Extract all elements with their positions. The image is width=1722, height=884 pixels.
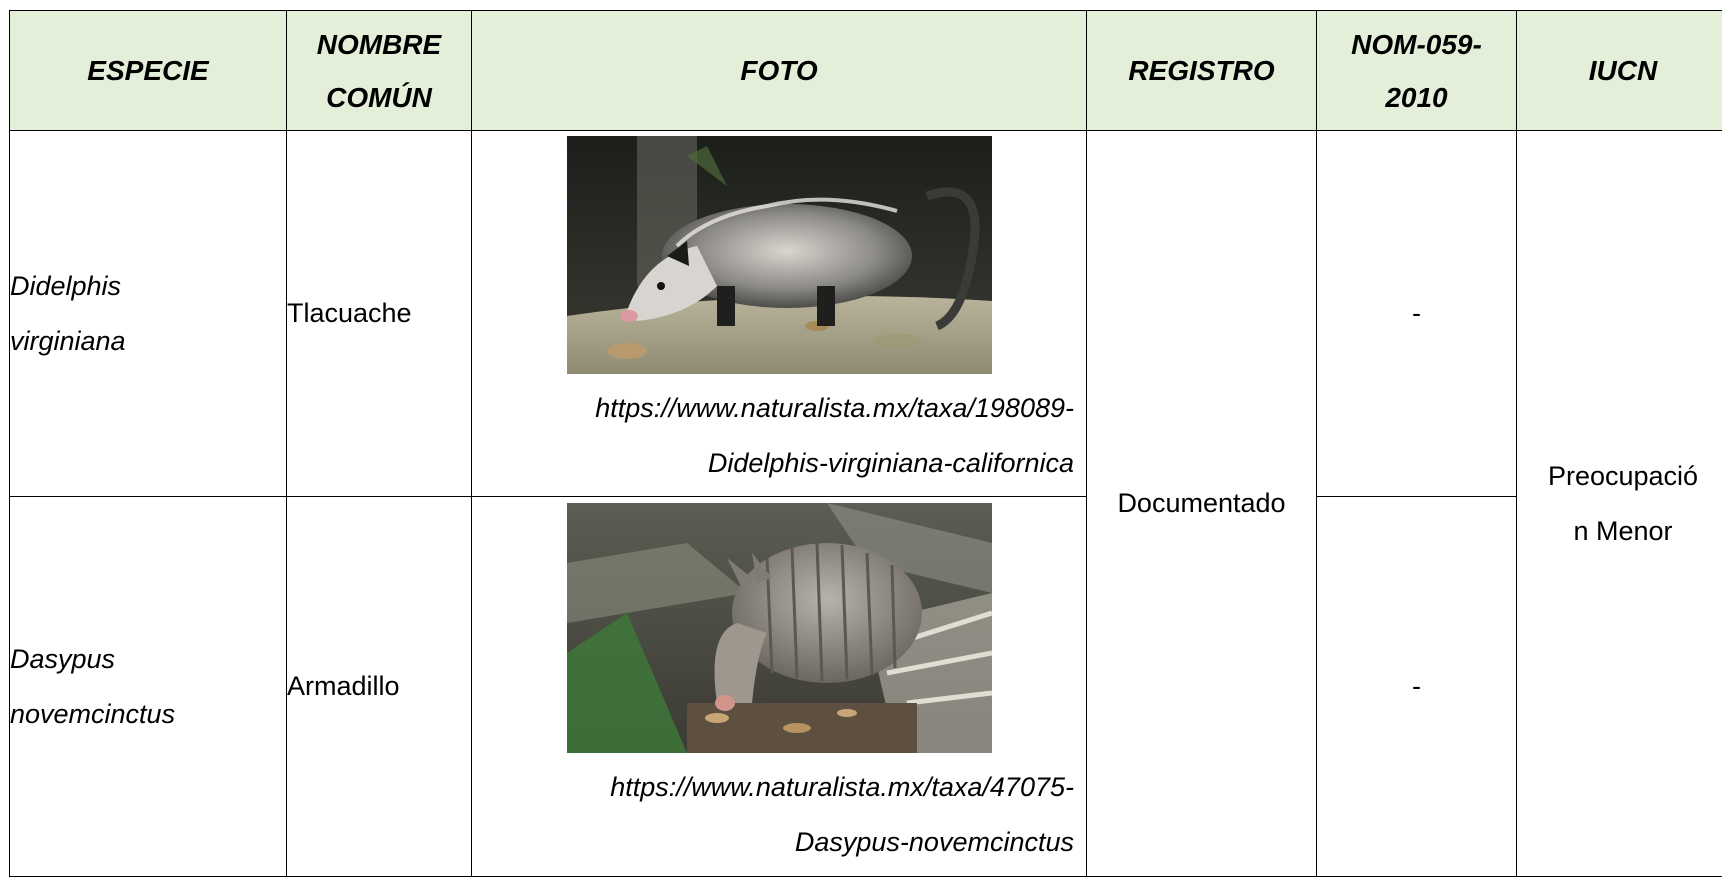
nom-059-cell: - [1316, 130, 1517, 497]
species-name-line: virginiana [10, 325, 126, 356]
header-iucn: IUCN [1516, 10, 1722, 131]
header-foto: FOTO [471, 10, 1087, 131]
common-name-cell: Armadillo [286, 496, 472, 877]
table-row: Dasypus novemcinctus Armadillo [9, 496, 1722, 877]
header-registro: REGISTRO [1086, 10, 1317, 131]
header-nom-059: NOM-059- 2010 [1316, 10, 1517, 131]
species-name-cell: Didelphis virginiana [9, 130, 287, 497]
photo-cell: https://www.naturalista.mx/taxa/47075- D… [471, 496, 1087, 877]
header-nombre-comun: NOMBRE COMÚN [286, 10, 472, 131]
header-row: ESPECIE NOMBRE COMÚN FOTO REGISTRO NOM-0… [9, 10, 1722, 131]
photo-source-url: https://www.naturalista.mx/taxa/47075- D… [610, 772, 1074, 857]
registro-cell: Documentado [1086, 130, 1317, 877]
species-table: ESPECIE NOMBRE COMÚN FOTO REGISTRO NOM-0… [9, 10, 1722, 877]
armadillo-photo [567, 503, 992, 753]
photo-cell: https://www.naturalista.mx/taxa/198089- … [471, 130, 1087, 497]
species-name-line: Didelphis [10, 270, 122, 301]
iucn-cell: Preocupació n Menor [1516, 130, 1722, 877]
common-name-cell: Tlacuache [286, 130, 472, 497]
nom-059-cell: - [1316, 496, 1517, 877]
table-row: Didelphis virginiana Tlacuache [9, 130, 1722, 877]
photo-source-url: https://www.naturalista.mx/taxa/198089- … [595, 393, 1074, 478]
species-name-line: Dasypus [10, 643, 116, 674]
opossum-photo [567, 136, 992, 374]
species-name-cell: Dasypus novemcinctus [9, 496, 287, 877]
species-name-line: novemcinctus [10, 698, 176, 729]
header-especie: ESPECIE [9, 10, 287, 131]
